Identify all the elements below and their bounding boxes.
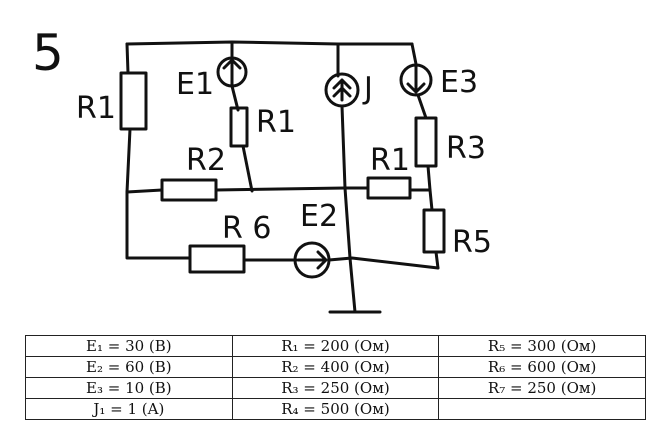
resistor-r1-mid bbox=[229, 106, 249, 148]
table-row: E₁ = 30 (B) R₁ = 200 (Ом) R₅ = 300 (Ом) bbox=[25, 335, 646, 357]
table-cell: R₅ = 300 (Ом) bbox=[438, 335, 646, 357]
table-row: E₂ = 60 (B) R₂ = 400 (Ом) R₆ = 600 (Ом) bbox=[25, 356, 646, 378]
e3-wire-down bbox=[416, 93, 428, 120]
table-cell: E₃ = 10 (B) bbox=[25, 377, 233, 399]
resistor-r3 bbox=[414, 116, 438, 168]
resistor-r2 bbox=[160, 178, 218, 202]
e1-arrow bbox=[222, 58, 242, 87]
table-cell: E₁ = 30 (B) bbox=[25, 335, 233, 357]
parameters-table: E₁ = 30 (B) R₁ = 200 (Ом) R₅ = 300 (Ом) … bbox=[25, 335, 646, 420]
label-r1-left: R1 bbox=[76, 91, 116, 126]
e1-wire-down bbox=[230, 84, 240, 112]
problem-number: 5 bbox=[32, 24, 64, 82]
left-wire-upper bbox=[125, 42, 130, 75]
label-r4: R1 bbox=[370, 143, 410, 178]
table-row: E₃ = 10 (B) R₃ = 250 (Ом) R₇ = 250 (Ом) bbox=[25, 377, 646, 399]
r5-wire-bottom bbox=[434, 250, 440, 270]
j-arrow bbox=[332, 78, 352, 102]
label-r3: R3 bbox=[446, 131, 486, 166]
e1-wire-bottom bbox=[241, 144, 254, 193]
resistor-r1-left bbox=[119, 71, 148, 131]
table-cell: R₁ = 200 (Ом) bbox=[231, 335, 440, 357]
table-cell bbox=[438, 398, 646, 420]
table-cell: R₂ = 400 (Ом) bbox=[231, 356, 440, 378]
e3-wire-bottom bbox=[426, 164, 434, 212]
j-wire-bottom bbox=[340, 104, 357, 314]
label-r6: R 6 bbox=[222, 211, 271, 246]
label-e2: E2 bbox=[300, 199, 338, 234]
label-r5: R5 bbox=[452, 225, 492, 260]
label-r2: R2 bbox=[186, 143, 226, 178]
e3-wire-top bbox=[410, 42, 418, 66]
e3-arrow bbox=[406, 64, 426, 94]
resistor-r5 bbox=[422, 208, 446, 254]
mid-wire-center bbox=[214, 186, 370, 192]
top-wire bbox=[125, 40, 414, 46]
table-cell: R₆ = 600 (Ом) bbox=[438, 356, 646, 378]
table-cell: E₂ = 60 (B) bbox=[25, 356, 233, 378]
bottom-wire-right bbox=[327, 256, 440, 270]
resistor-r4 bbox=[366, 176, 412, 200]
left-wire-lower bbox=[125, 127, 192, 260]
resistor-r6 bbox=[188, 244, 246, 274]
label-r1-mid: R1 bbox=[256, 105, 296, 140]
label-e3: E3 bbox=[440, 65, 478, 100]
circuit-diagram: 5 R1 E1 R1 J E3 R3 R5 R2 R1 R 6 E2 bbox=[32, 24, 492, 314]
label-j: J bbox=[362, 71, 373, 106]
table-cell: R₄ = 500 (Ом) bbox=[231, 398, 440, 420]
table-cell: R₇ = 250 (Ом) bbox=[438, 377, 646, 399]
mid-wire-left bbox=[125, 188, 164, 194]
e2-arrow bbox=[296, 250, 328, 270]
table-cell: R₃ = 250 (Ом) bbox=[231, 377, 440, 399]
table-row: J₁ = 1 (A) R₄ = 500 (Ом) bbox=[25, 398, 646, 420]
label-e1: E1 bbox=[176, 67, 214, 102]
table-cell: J₁ = 1 (A) bbox=[25, 398, 233, 420]
